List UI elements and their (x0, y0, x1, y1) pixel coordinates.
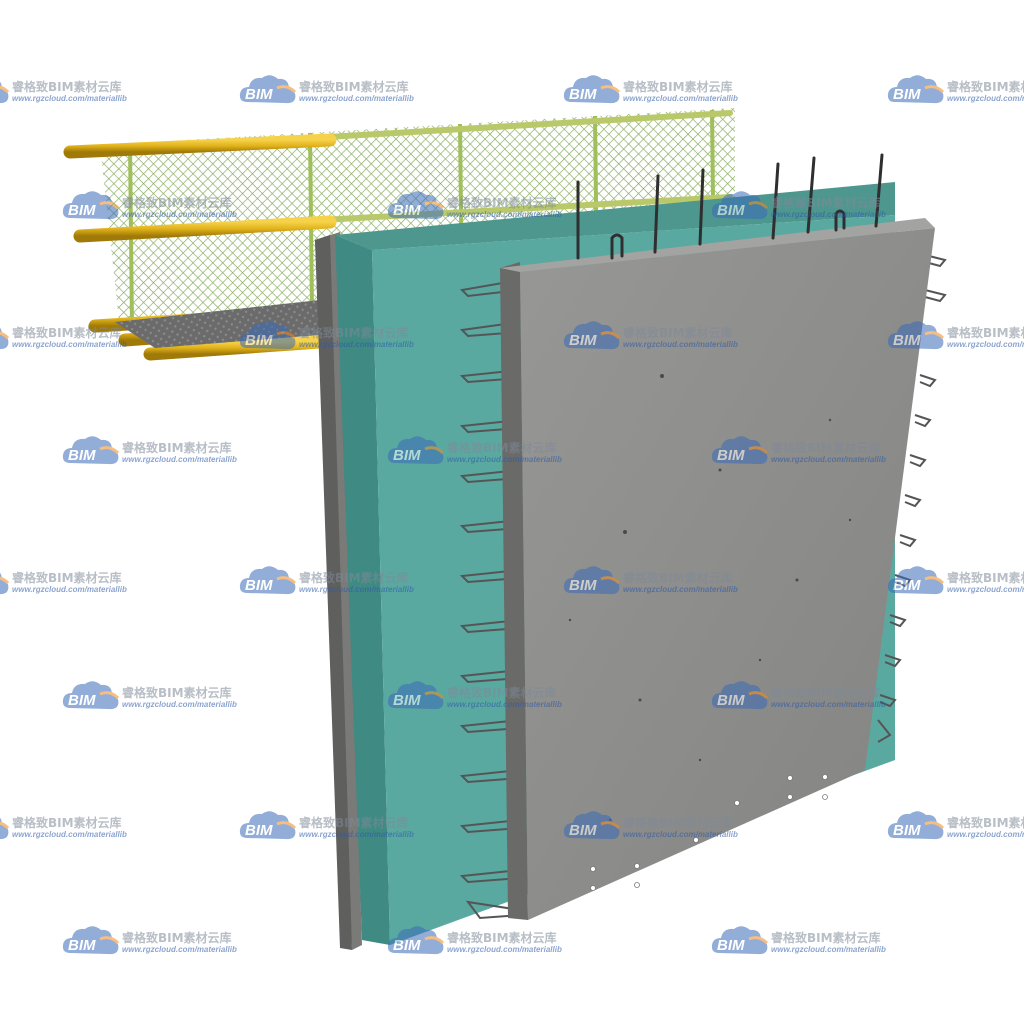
inner-concrete-layer (315, 232, 362, 950)
rebar-connectors-right (877, 254, 947, 743)
vertical-rebars (576, 153, 884, 260)
outer-concrete-panel (500, 218, 935, 920)
rebar-connectors-left (459, 279, 521, 920)
panel-holes (590, 774, 828, 891)
